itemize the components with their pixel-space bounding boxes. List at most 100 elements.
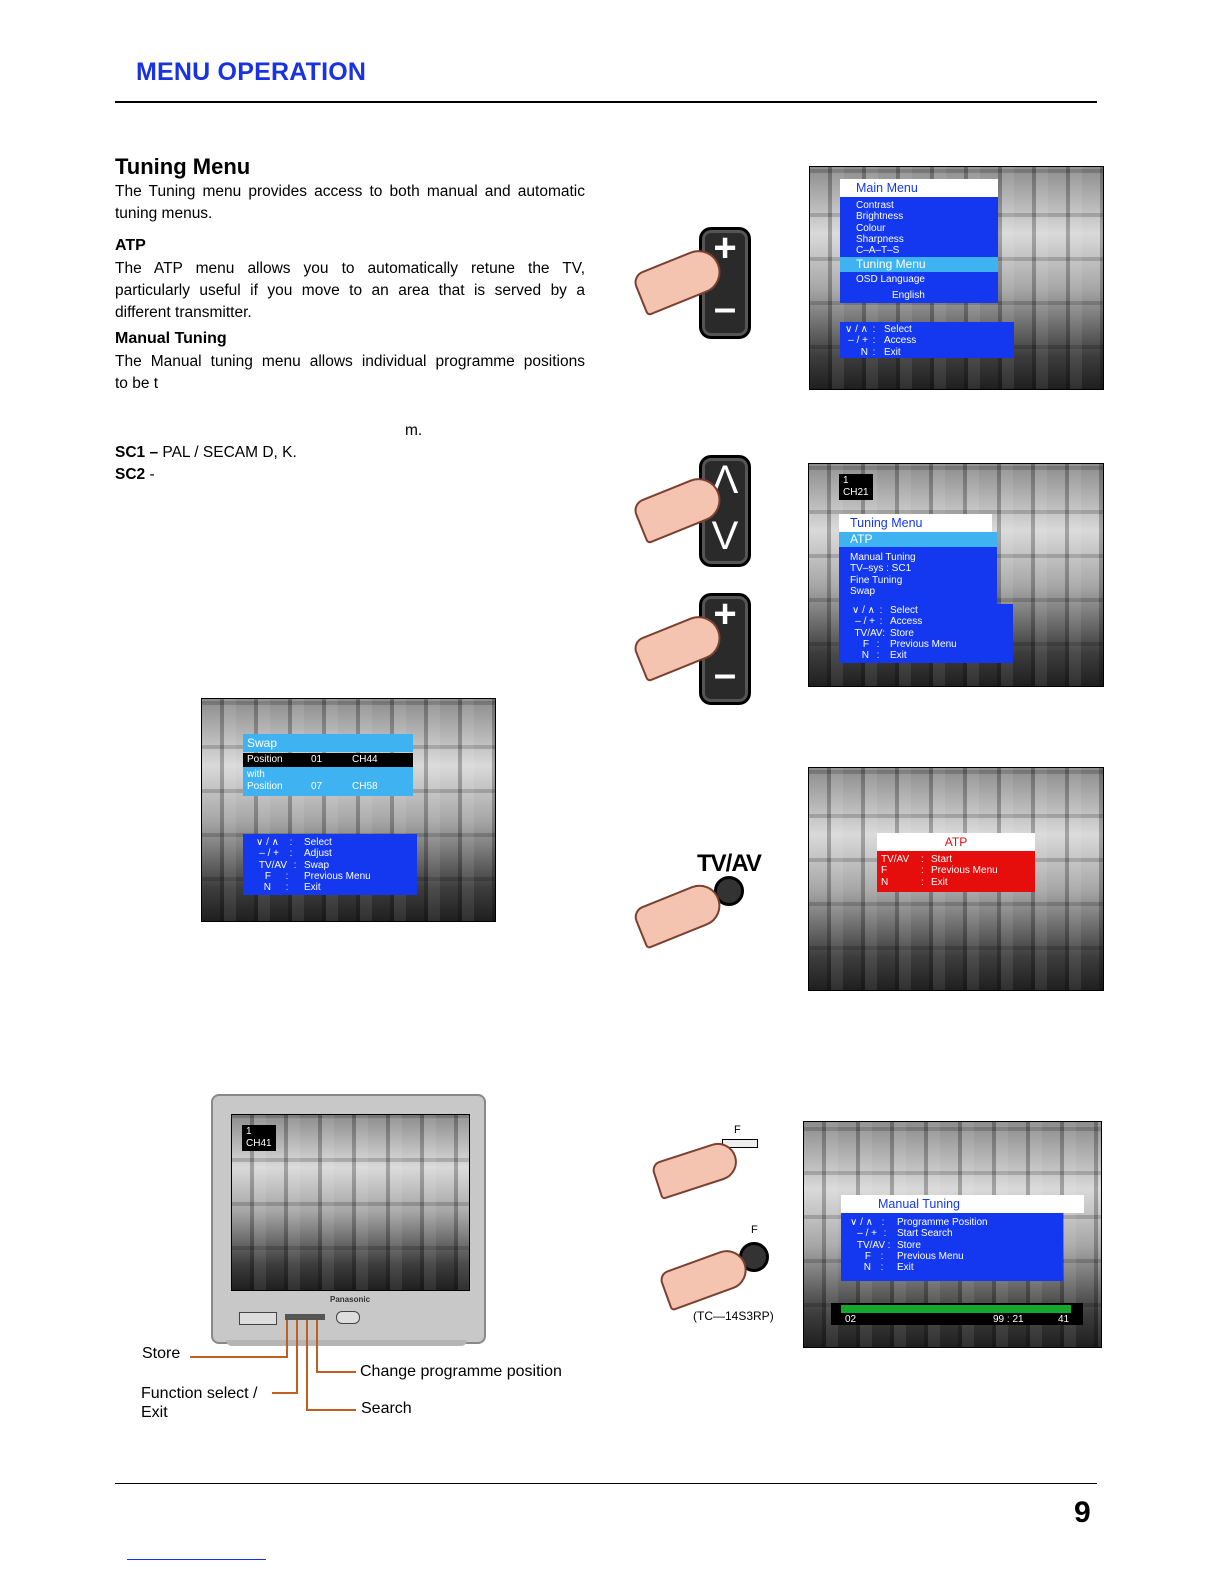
program-number: 1 <box>843 475 849 486</box>
manual-line-2: to be t <box>115 375 159 392</box>
atp-help: TV/AV:Start F:Previous Menu N:Exit <box>877 851 1035 892</box>
help-row: TV/AV:Store <box>854 627 914 639</box>
main-menu-item[interactable]: Sharpness <box>856 233 904 245</box>
main-menu-help: ∨ / ∧:Select – / +:Access N:Exit <box>840 322 1014 358</box>
function-callout-2: Exit <box>141 1404 168 1421</box>
tuning-menu-item[interactable]: Fine Tuning <box>850 574 903 586</box>
text-fragment: m. <box>405 422 423 439</box>
tuning-menu-screen: 1 CH21 Tuning Menu ATP Manual Tuning TV–… <box>808 463 1104 687</box>
tv-set: 1 CH41 Panasonic <box>211 1094 486 1344</box>
footer-link-line <box>127 1559 266 1560</box>
header-rule <box>115 101 1097 103</box>
tuning-menu-list: Manual Tuning TV–sys : SC1 Fine Tuning S… <box>839 547 997 604</box>
store-leader <box>190 1356 286 1358</box>
store-leader-v <box>286 1320 288 1358</box>
tuning-menu-item[interactable]: Swap <box>850 585 876 597</box>
help-row: N:Exit <box>863 1262 914 1274</box>
help-row: F:Previous Menu <box>881 865 998 877</box>
main-menu-item[interactable]: Contrast <box>856 200 894 211</box>
tuning-menu-highlight[interactable]: ATP <box>839 532 997 547</box>
help-row: – / +:Access <box>848 335 917 347</box>
sc2-line: SC2 - <box>115 466 155 484</box>
tv-base <box>226 1340 467 1346</box>
function-callout-1: Function select / <box>141 1385 258 1402</box>
program-number: 1 <box>246 1126 252 1137</box>
search-leader <box>306 1409 356 1411</box>
help-row: F:Previous Menu <box>862 638 957 650</box>
f-key-label: F <box>734 1124 741 1136</box>
function-leader <box>272 1392 296 1394</box>
tuning-menu-item[interactable]: Manual Tuning <box>850 552 916 563</box>
help-row: – / +:Access <box>855 616 923 628</box>
tv-brand-logo: Panasonic <box>330 1295 371 1304</box>
tv-control-buttons[interactable] <box>285 1314 325 1320</box>
manual-tuning-screen: Manual Tuning ∨ / ∧:Programme Position –… <box>803 1121 1102 1348</box>
channel-indicator: 1 CH21 <box>839 474 873 500</box>
sc1-text: PAL / SECAM D, K. <box>162 444 297 461</box>
intro-line-2: tuning menus. <box>115 205 213 222</box>
minus-icon: – <box>713 286 737 330</box>
help-row: ∨ / ∧:Programme Position <box>850 1217 988 1228</box>
search-progress <box>841 1305 1071 1313</box>
manual-line-1: The Manual tuning menu allows individual… <box>115 353 585 370</box>
help-row: ∨ / ∧:Select <box>852 605 918 616</box>
sc1-line: SC1 – PAL / SECAM D, K. <box>115 444 297 462</box>
footer-rule <box>115 1483 1097 1484</box>
help-row: N:Exit <box>860 346 901 358</box>
atp-line-3: different transmitter. <box>115 304 252 321</box>
help-row: N:Exit <box>881 876 948 888</box>
model-label: (TC—14S3RP) <box>693 1309 774 1323</box>
help-row: F:Previous Menu <box>864 1250 964 1262</box>
sc1-label: SC1 – <box>115 444 159 461</box>
hand-pointer-icon <box>631 878 727 950</box>
up-down-button[interactable]: Λ V <box>699 455 751 567</box>
store-callout: Store <box>142 1345 181 1362</box>
swap-help: ∨ / ∧:Select – / +:Adjust TV/AV:Swap F:P… <box>243 834 417 895</box>
help-row: N:Exit <box>263 882 321 894</box>
swap-row-1[interactable]: Position 01 CH44 <box>243 753 413 767</box>
section-title: Tuning Menu <box>115 154 251 179</box>
manual-tuning-help: ∨ / ∧:Programme Position – / +:Start Sea… <box>841 1213 1063 1281</box>
main-menu-title: Main Menu <box>840 179 998 197</box>
sc2-label: SC2 <box>115 466 146 483</box>
tuning-menu-help: ∨ / ∧:Select – / +:Access TV/AV:Store F:… <box>839 604 1013 663</box>
atp-title: ATP <box>877 833 1035 851</box>
help-row: TV/AV:Store <box>856 1239 921 1251</box>
plus-icon: + <box>713 592 737 636</box>
swap-title: Swap <box>243 734 413 752</box>
page-number: 9 <box>1074 1496 1091 1529</box>
plus-minus-button-2[interactable]: + – <box>699 592 751 705</box>
main-menu-item[interactable]: Colour <box>856 222 886 234</box>
search-leader-v <box>306 1320 308 1410</box>
search-callout: Search <box>361 1400 412 1417</box>
help-row: ∨ / ∧:Select <box>256 837 332 848</box>
change-leader-v <box>316 1320 318 1372</box>
main-menu-osd-language[interactable]: OSD Language <box>856 274 925 286</box>
tuning-menu-item[interactable]: TV–sys : SC1 <box>850 563 912 575</box>
swap-with: with <box>247 769 265 780</box>
page-header-title: MENU OPERATION <box>136 58 367 86</box>
tv-av-jacks <box>336 1311 360 1324</box>
tv-screen: 1 CH41 <box>231 1114 470 1291</box>
main-menu-items: Contrast Brightness Colour Sharpness C–A… <box>840 197 998 256</box>
channel-label: CH41 <box>246 1138 272 1149</box>
minus-icon: – <box>713 652 737 696</box>
intro-line-1: The Tuning menu provides access to both … <box>115 183 585 200</box>
hand-pointer-icon <box>650 1137 742 1201</box>
down-arrow-icon: V <box>711 514 739 558</box>
channel-label: CH21 <box>843 487 869 498</box>
help-row: – / +:Adjust <box>259 848 332 860</box>
main-menu-item[interactable]: Brightness <box>856 211 904 223</box>
atp-line-2: particularly useful if you move to an ar… <box>115 282 585 299</box>
change-callout: Change programme position <box>360 1363 562 1380</box>
manual-tuning-title: Manual Tuning <box>841 1195 1084 1213</box>
help-row: TV/AV:Start <box>881 854 953 865</box>
main-menu-item[interactable]: C–A–T–S <box>856 245 900 257</box>
help-row: – / +:Start Search <box>857 1228 953 1240</box>
main-menu-list: Contrast Brightness Colour Sharpness C–A… <box>840 197 998 303</box>
search-start: 02 <box>845 1314 857 1325</box>
main-menu-highlight[interactable]: Tuning Menu <box>840 257 998 273</box>
change-leader <box>316 1371 356 1373</box>
